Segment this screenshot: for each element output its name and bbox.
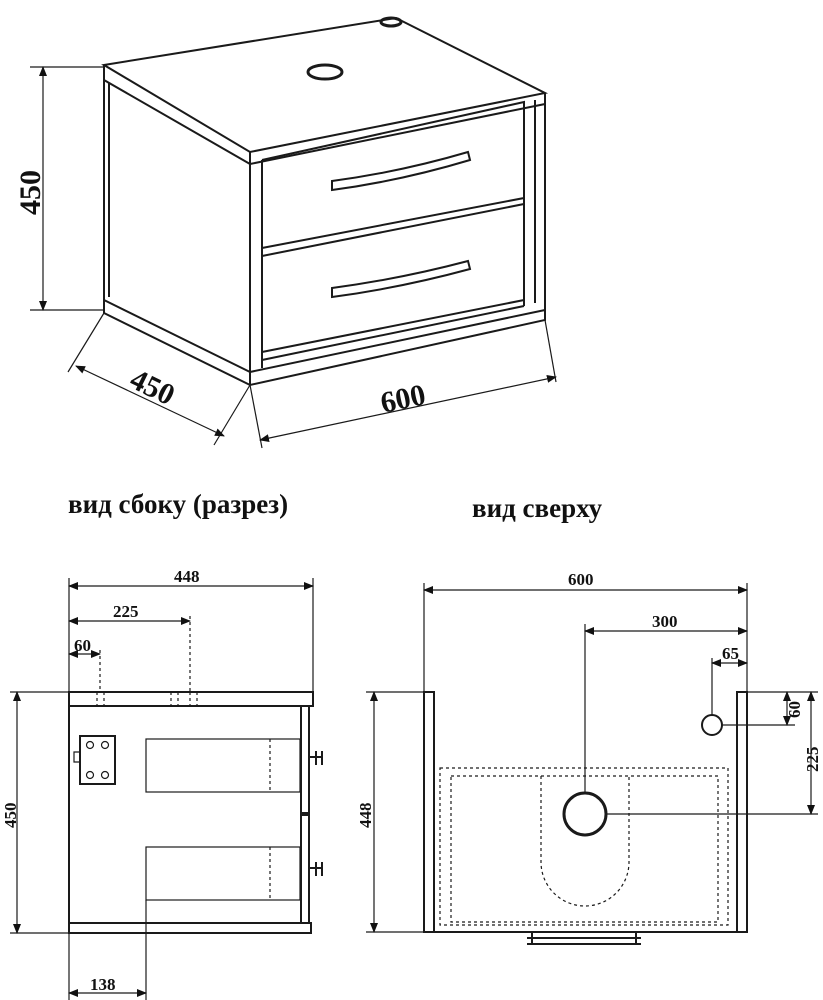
side-countertop xyxy=(68,691,314,707)
top-dim-448: 448 xyxy=(356,803,375,829)
bracket-screw xyxy=(100,770,110,780)
front-left-post xyxy=(249,160,263,372)
top-left-panel xyxy=(423,691,435,933)
width-label: 600 xyxy=(378,378,429,420)
bottom-shelf xyxy=(261,305,525,361)
isometric-view: 450 450 600 xyxy=(14,16,557,449)
depth-ext-back xyxy=(67,312,105,373)
top-right-panel xyxy=(736,691,748,933)
side-view: 448 225 60 450 138 xyxy=(1,567,323,1000)
side-upper-drawer-box xyxy=(145,738,301,793)
overflow-hole xyxy=(379,16,403,28)
width-dim-line xyxy=(259,374,557,443)
drain-hole xyxy=(562,791,608,837)
side-view-caption: вид сбоку (разрез) xyxy=(68,489,288,519)
side-dim-60: 60 xyxy=(74,636,91,655)
height-label: 450 xyxy=(14,170,47,215)
top-view-caption: вид сверху xyxy=(472,493,603,523)
side-lower-drawer-box xyxy=(145,846,301,901)
side-mounting-bracket xyxy=(79,735,116,785)
lower-drawer-front xyxy=(261,202,525,353)
bracket-screw xyxy=(85,740,95,750)
faucet-hole xyxy=(306,63,344,81)
side-dim-138: 138 xyxy=(90,975,116,994)
lower-drawer-handle xyxy=(331,259,472,299)
top-dim-300: 300 xyxy=(652,612,678,631)
width-ext-left xyxy=(249,384,263,449)
top-dim-600: 600 xyxy=(568,570,594,589)
top-small-hole xyxy=(701,714,723,736)
basin-inner-outline xyxy=(450,775,719,923)
side-dim-225: 225 xyxy=(113,602,139,621)
width-ext-right xyxy=(544,319,557,383)
top-drawer-handle xyxy=(527,932,641,945)
top-dim-65: 65 xyxy=(722,644,739,663)
siphon-cutout xyxy=(540,776,630,907)
side-base xyxy=(68,922,312,934)
depth-label: 450 xyxy=(125,363,180,412)
upper-drawer-handle xyxy=(331,150,472,192)
top-dim-225: 225 xyxy=(803,747,822,773)
right-side-post xyxy=(523,100,546,310)
bracket-screw xyxy=(100,740,110,750)
basin-outer-outline xyxy=(439,767,729,926)
side-lower-drawer-front xyxy=(300,814,310,924)
side-countertop-holes xyxy=(96,692,198,706)
countertop-front-edge xyxy=(249,93,546,166)
depth-dim-line xyxy=(75,365,225,437)
bracket-tab xyxy=(73,751,80,763)
side-lower-handle xyxy=(309,862,323,876)
countertop-top xyxy=(101,16,549,154)
bracket-screw xyxy=(85,770,95,780)
base-plinth xyxy=(103,300,546,387)
side-dim-450: 450 xyxy=(1,803,20,829)
side-upper-drawer-front xyxy=(300,705,310,814)
upper-drawer-front xyxy=(261,100,525,249)
depth-ext-front xyxy=(213,384,251,446)
side-upper-handle xyxy=(309,751,323,765)
top-dim-60: 60 xyxy=(785,701,804,718)
side-dim-448: 448 xyxy=(174,567,200,586)
top-view: 600 300 65 60 225 448 xyxy=(356,570,822,945)
